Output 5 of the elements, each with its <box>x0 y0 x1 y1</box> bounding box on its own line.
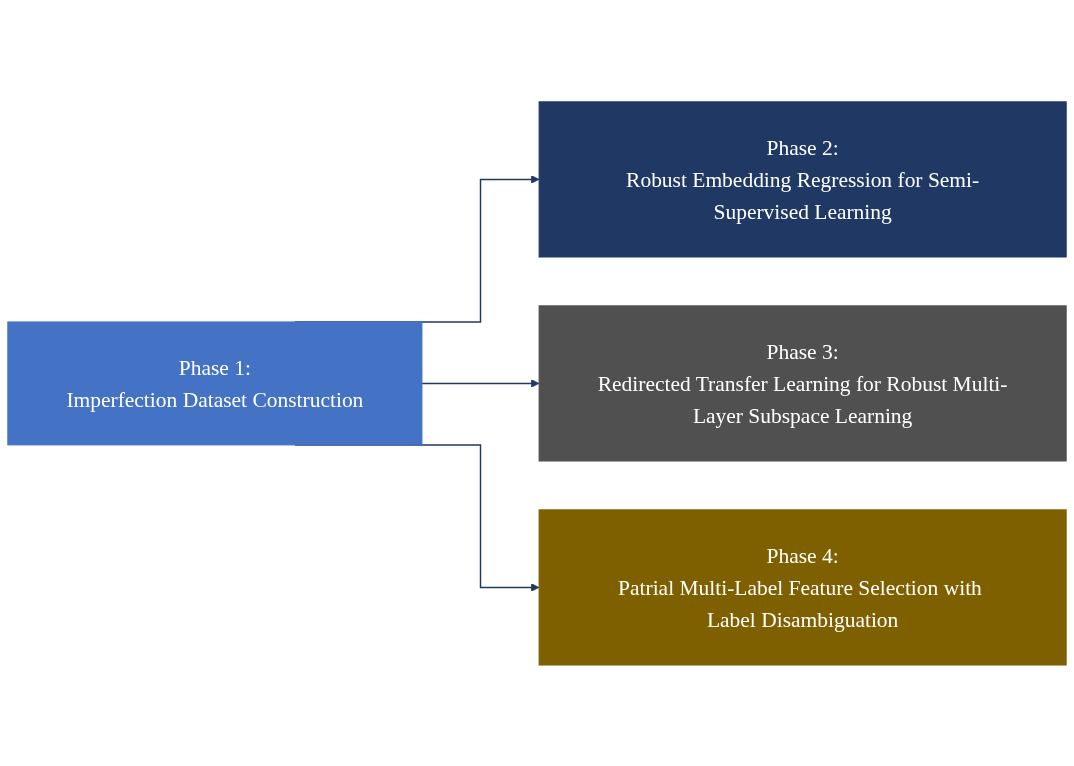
node-box: Phase 2: Robust Embedding Regression for Semi-Supervised Learning <box>538 100 1067 258</box>
node-box: Phase 1: Imperfection Dataset Construction <box>7 321 423 445</box>
arrow <box>421 378 540 388</box>
node-box: Phase 3: Redirected Transfer Learning for Robust Multi-Layer Subspace Learning <box>538 304 1067 462</box>
node-box: Phase 4: Patrial Multi-Label Feature Selection with Label Disambiguation <box>538 508 1067 666</box>
